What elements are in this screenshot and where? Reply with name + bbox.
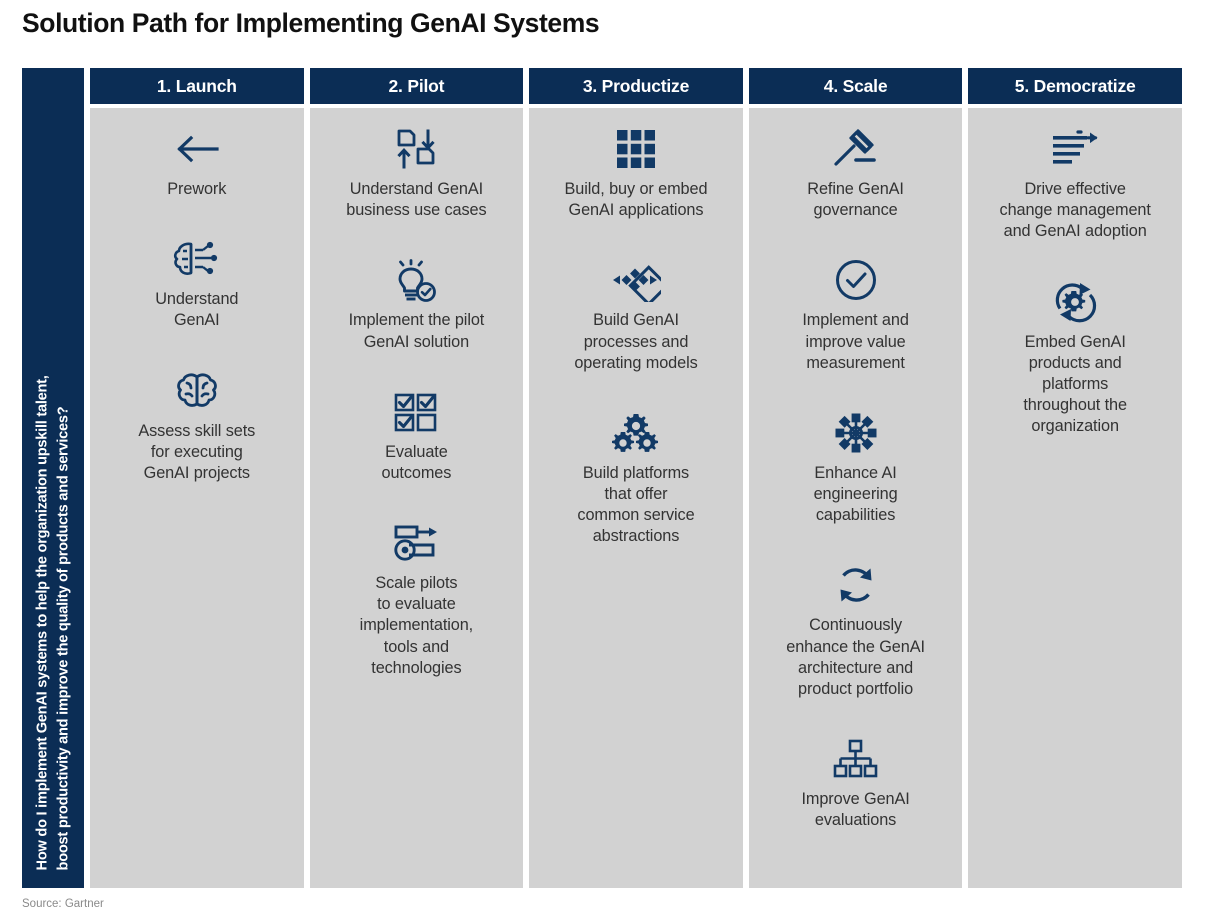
step-item-label: Prework [167, 180, 227, 198]
document-exchange-icon [393, 126, 439, 172]
gears-icon [611, 410, 660, 456]
question-sidebar: How do I implement GenAI systems to help… [22, 68, 84, 888]
column-header-2[interactable]: 2. Pilot [309, 68, 524, 104]
arrow-left-icon [175, 126, 219, 172]
grid-squares-icon [615, 126, 657, 172]
brain-circuit-icon [171, 236, 223, 282]
column-header-4[interactable]: 4. Scale [748, 68, 963, 104]
lightbulb-check-icon [394, 257, 438, 303]
step-item[interactable]: Prework [98, 126, 296, 200]
hierarchy-icon [833, 736, 879, 782]
question-text: How do I implement GenAI systems to help… [32, 375, 73, 870]
circle-check-icon [834, 257, 878, 303]
source-note: Source: Gartner [22, 898, 104, 910]
column-header-3[interactable]: 3. Productize [529, 68, 743, 104]
lines-arrow-icon [1050, 126, 1100, 172]
refresh-cycle-icon [834, 562, 878, 608]
brain-icon [174, 368, 220, 414]
question-line-2: boost productivity and improve the quali… [55, 406, 71, 870]
column-header-5[interactable]: 5. Democratize [968, 68, 1182, 104]
checkbox-grid-icon [393, 389, 439, 435]
gear-cycle-icon [1051, 279, 1099, 325]
sliders-wrench-icon [392, 520, 440, 566]
gavel-icon [832, 126, 880, 172]
question-line-1: How do I implement GenAI systems to help… [34, 374, 51, 870]
matrix-frame: How do I implement GenAI systems to help… [22, 68, 1182, 888]
network-hub-icon [833, 410, 879, 456]
page-title: Solution Path for Implementing GenAI Sys… [22, 8, 600, 38]
column-header-1[interactable]: 1. Launch [90, 68, 304, 104]
diamond-arrows-icon [611, 257, 661, 303]
